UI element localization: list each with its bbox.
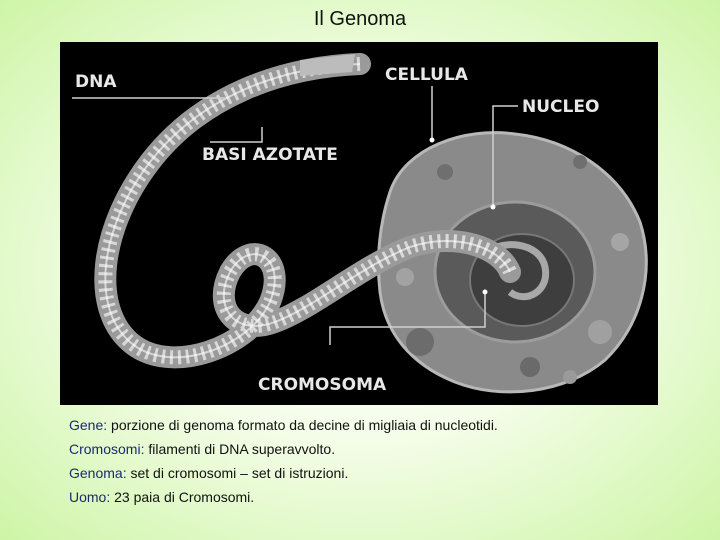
label-dna: DNA: [75, 72, 117, 92]
slide-title: Il Genoma: [0, 8, 720, 31]
definition-genoma: Genoma: set di cromosomi – set di istruz…: [69, 461, 689, 485]
definition-text: 23 paia di Cromosomi.: [110, 489, 254, 505]
definition-text: set di cromosomi – set di istruzioni.: [127, 465, 349, 481]
label-basi-azotate: BASI AZOTATE: [202, 145, 338, 165]
label-cellula: CELLULA: [385, 65, 469, 85]
definition-term: Gene:: [69, 417, 107, 433]
definition-uomo: Uomo: 23 paia di Cromosomi.: [69, 485, 689, 509]
definition-cromosomi: Cromosomi: filamenti di DNA superavvolto…: [69, 437, 689, 461]
definitions-list: Gene: porzione di genoma formato da deci…: [69, 413, 689, 509]
definition-term: Genoma:: [69, 465, 127, 481]
definition-text: porzione di genoma formato da decine di …: [107, 417, 498, 433]
genome-diagram: DNA CELLULA NUCLEO BASI AZOTATE CROMOSOM…: [60, 42, 658, 405]
label-nucleo: NUCLEO: [522, 97, 599, 117]
definition-term: Uomo:: [69, 489, 110, 505]
definition-text: filamenti di DNA superavvolto.: [144, 441, 335, 457]
label-cromosoma: CROMOSOMA: [258, 375, 387, 395]
genome-illustration: DNA CELLULA NUCLEO BASI AZOTATE CROMOSOM…: [60, 42, 658, 405]
definition-term: Cromosomi:: [69, 441, 144, 457]
definition-gene: Gene: porzione di genoma formato da deci…: [69, 413, 689, 437]
